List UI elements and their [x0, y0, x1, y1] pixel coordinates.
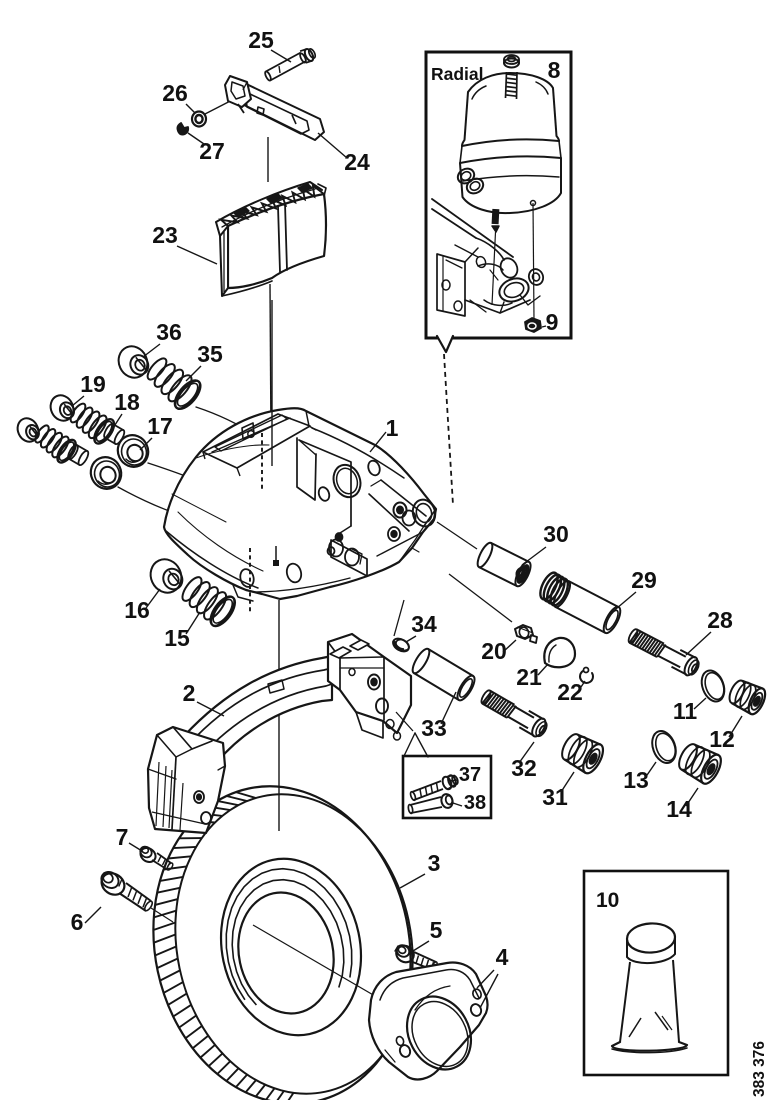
- svg-text:2: 2: [183, 680, 196, 706]
- svg-text:20: 20: [481, 638, 507, 664]
- svg-text:11: 11: [673, 698, 698, 724]
- svg-text:21: 21: [516, 664, 542, 690]
- svg-text:5: 5: [430, 917, 443, 943]
- svg-text:37: 37: [459, 764, 481, 786]
- svg-text:38: 38: [464, 792, 486, 814]
- svg-text:22: 22: [557, 679, 583, 705]
- svg-text:27: 27: [199, 138, 225, 164]
- svg-text:6: 6: [71, 909, 84, 935]
- svg-text:36: 36: [156, 319, 182, 345]
- svg-text:1: 1: [386, 415, 399, 441]
- svg-text:12: 12: [709, 726, 735, 752]
- svg-text:18: 18: [114, 389, 140, 415]
- svg-text:10: 10: [596, 889, 619, 912]
- svg-text:8: 8: [548, 57, 561, 83]
- svg-text:4: 4: [496, 944, 509, 970]
- svg-text:9: 9: [546, 309, 559, 335]
- svg-text:15: 15: [164, 625, 190, 651]
- svg-text:14: 14: [666, 796, 692, 822]
- svg-text:3: 3: [428, 850, 441, 876]
- svg-text:17: 17: [147, 413, 173, 439]
- svg-text:383 376: 383 376: [751, 1041, 768, 1097]
- svg-text:26: 26: [162, 80, 188, 106]
- svg-text:16: 16: [124, 597, 150, 623]
- svg-text:28: 28: [707, 607, 733, 633]
- svg-text:13: 13: [623, 767, 649, 793]
- svg-text:7: 7: [116, 824, 129, 850]
- svg-text:24: 24: [344, 149, 370, 175]
- svg-text:23: 23: [152, 222, 178, 248]
- svg-text:30: 30: [543, 521, 569, 547]
- svg-text:25: 25: [248, 27, 274, 53]
- svg-text:34: 34: [411, 611, 437, 637]
- svg-text:29: 29: [631, 567, 657, 593]
- svg-text:19: 19: [80, 371, 106, 397]
- svg-text:32: 32: [511, 755, 537, 781]
- svg-text:35: 35: [197, 341, 223, 367]
- svg-text:Radial: Radial: [431, 64, 484, 84]
